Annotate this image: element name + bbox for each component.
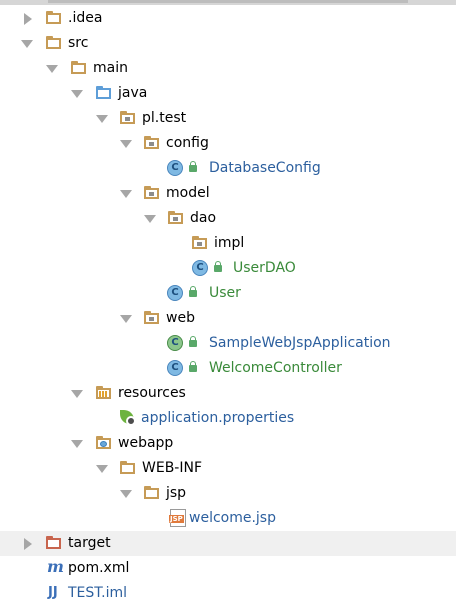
package-icon [192, 236, 210, 252]
public-lock-icon [189, 336, 197, 347]
expanded-arrow-icon[interactable] [95, 456, 109, 481]
tree-node-label: pom.xml [68, 560, 130, 576]
expanded-arrow-icon[interactable] [20, 31, 34, 56]
module-file-icon: JJ [48, 585, 58, 600]
class-icon: C [167, 360, 183, 376]
tree-node-application-properties[interactable]: application.properties [0, 406, 456, 431]
source-folder-icon [96, 86, 114, 102]
tree-node-label: jsp [166, 485, 187, 501]
tree-node-user[interactable]: C User [0, 281, 456, 306]
tree-node-main[interactable]: main [0, 56, 456, 81]
expanded-arrow-icon[interactable] [70, 381, 84, 406]
tree-node-webapp[interactable]: webapp [0, 431, 456, 456]
expanded-arrow-icon[interactable] [119, 181, 133, 206]
tree-node-jsp[interactable]: jsp [0, 481, 456, 506]
package-icon [168, 211, 186, 227]
tree-node-resources[interactable]: resources [0, 381, 456, 406]
excluded-folder-icon [46, 536, 64, 552]
resources-folder-icon [96, 386, 114, 402]
jsp-badge: JSP [169, 515, 184, 523]
tree-node-model[interactable]: model [0, 181, 456, 206]
tree-node-label: WEB-INF [142, 460, 202, 476]
tree-node-label: java [118, 85, 148, 101]
tree-node-web[interactable]: web [0, 306, 456, 331]
tree-node-pl-test[interactable]: pl.test [0, 106, 456, 131]
public-lock-icon [214, 261, 222, 272]
tree-node-label: web [166, 310, 195, 326]
expanded-arrow-icon[interactable] [119, 306, 133, 331]
tree-node-welcome-jsp[interactable]: JSP welcome.jsp [0, 506, 456, 531]
tree-node-web-inf[interactable]: WEB-INF [0, 456, 456, 481]
tree-node-label: config [166, 135, 209, 151]
tree-node-label: User [209, 285, 241, 301]
tree-node-sample-app[interactable]: C SampleWebJspApplication [0, 331, 456, 356]
class-icon: C [167, 160, 183, 176]
tree-node-welcome-controller[interactable]: C WelcomeController [0, 356, 456, 381]
tree-node-label: WelcomeController [209, 360, 342, 376]
folder-icon [46, 36, 64, 52]
tree-node-label: target [68, 535, 111, 551]
package-icon [144, 186, 162, 202]
package-icon [144, 136, 162, 152]
spring-properties-icon [120, 410, 137, 427]
maven-icon: m [47, 557, 64, 576]
tree-node-dao[interactable]: dao [0, 206, 456, 231]
tree-node-database-config[interactable]: C DatabaseConfig [0, 156, 456, 181]
tree-node-label: application.properties [141, 410, 295, 426]
tree-node-user-dao[interactable]: C UserDAO [0, 256, 456, 281]
tree-node-label: SampleWebJspApplication [209, 335, 391, 351]
tree-node-target[interactable]: target [0, 531, 456, 556]
tree-node-label: .idea [68, 10, 103, 26]
expanded-arrow-icon[interactable] [70, 431, 84, 456]
folder-icon [144, 486, 162, 502]
expanded-arrow-icon[interactable] [119, 481, 133, 506]
tree-node-label: pl.test [142, 110, 187, 126]
public-lock-icon [189, 161, 197, 172]
package-icon [144, 311, 162, 327]
tree-node-label: welcome.jsp [189, 510, 276, 526]
horizontal-scrollbar-thumb[interactable] [48, 0, 408, 3]
tree-node-label: dao [190, 210, 217, 226]
tree-node-label: main [93, 60, 128, 76]
tree-node-label: webapp [118, 435, 174, 451]
jsp-file-icon: JSP [169, 509, 186, 527]
expanded-arrow-icon[interactable] [45, 56, 59, 81]
tree-node-pom[interactable]: m pom.xml [0, 556, 456, 581]
tree-node-label: impl [214, 235, 245, 251]
tree-node-config[interactable]: config [0, 131, 456, 156]
tree-node-java[interactable]: java [0, 81, 456, 106]
folder-icon [120, 461, 138, 477]
tree-node-src[interactable]: src [0, 31, 456, 56]
expanded-arrow-icon[interactable] [143, 206, 157, 231]
expanded-arrow-icon[interactable] [70, 81, 84, 106]
tree-node-label: src [68, 35, 89, 51]
top-scroll-edge [0, 0, 456, 5]
expanded-arrow-icon[interactable] [119, 131, 133, 156]
public-lock-icon [189, 286, 197, 297]
collapsed-arrow-icon[interactable] [20, 6, 34, 31]
folder-icon [71, 61, 89, 77]
class-icon: C [192, 260, 208, 276]
folder-icon [46, 11, 64, 27]
expanded-arrow-icon[interactable] [95, 106, 109, 131]
tree-node-label: TEST.iml [68, 585, 128, 601]
tree-node-impl[interactable]: impl [0, 231, 456, 256]
collapsed-arrow-icon[interactable] [20, 531, 34, 556]
tree-node-idea[interactable]: .idea [0, 6, 456, 31]
spring-boot-class-icon: C [167, 335, 183, 351]
class-icon: C [167, 285, 183, 301]
web-folder-icon [96, 436, 114, 452]
tree-node-label: UserDAO [233, 260, 296, 276]
tree-node-label: model [166, 185, 210, 201]
package-icon [120, 111, 138, 127]
public-lock-icon [189, 361, 197, 372]
tree-node-iml[interactable]: JJ TEST.iml [0, 581, 456, 606]
tree-node-label: DatabaseConfig [209, 160, 321, 176]
tree-node-label: resources [118, 385, 186, 401]
